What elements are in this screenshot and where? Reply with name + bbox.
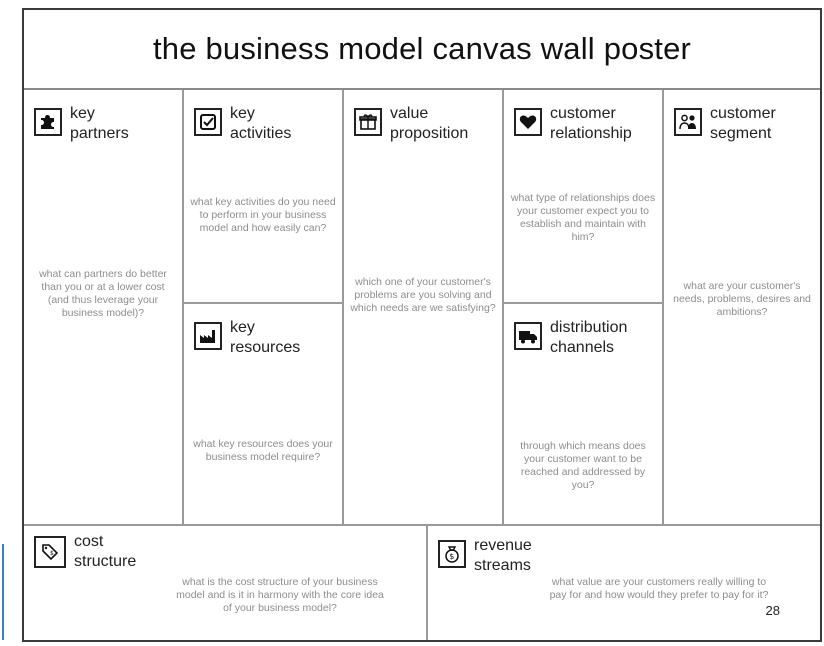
block-question: what key activities do you need to perfo… <box>190 196 336 234</box>
block-distribution-channels: distribution channels through which mean… <box>504 304 664 526</box>
heart-icon <box>514 108 542 136</box>
block-key-activities: key activities what key activities do yo… <box>184 90 344 304</box>
checkbox-icon <box>194 108 222 136</box>
price-tag-icon: $ <box>34 536 66 568</box>
block-question: what is the cost structure of your busin… <box>176 576 384 614</box>
block-title: distribution channels <box>550 319 628 356</box>
puzzle-icon <box>34 108 62 136</box>
factory-icon <box>194 322 222 350</box>
block-customer-relationship: customer relationship what type of relat… <box>504 90 664 304</box>
block-question: what type of relationships does your cus… <box>510 192 656 243</box>
block-question: which one of your customer's problems ar… <box>350 276 496 314</box>
business-model-canvas-poster: the business model canvas wall poster ke… <box>22 8 822 642</box>
block-question: what key resources does your business mo… <box>193 438 333 463</box>
block-key-partners: key partners what can partners do better… <box>24 90 184 526</box>
side-accent-line <box>2 544 4 640</box>
block-value-proposition: value proposition which one of your cust… <box>344 90 504 526</box>
block-title: value proposition <box>390 105 469 142</box>
page-number: 28 <box>765 603 780 618</box>
block-question: what can partners do better than you or … <box>39 268 167 319</box>
block-title: key activities <box>230 105 292 142</box>
poster-title: the business model canvas wall poster <box>24 10 820 90</box>
block-title: customer segment <box>710 105 776 142</box>
svg-text:$: $ <box>449 552 454 561</box>
block-revenue-streams: $ revenue streams what value are your cu… <box>428 526 820 640</box>
people-icon <box>674 108 702 136</box>
svg-text:$: $ <box>50 550 54 557</box>
block-question: through which means does your customer w… <box>520 440 646 491</box>
block-title: key partners <box>70 105 129 142</box>
block-cost-structure: $ cost structure what is the cost struct… <box>24 526 428 640</box>
block-question: what are your customer's needs, problems… <box>673 280 811 318</box>
block-title: revenue streams <box>474 537 532 574</box>
block-title: cost structure <box>74 533 137 570</box>
block-key-resources: key resources what key resources does yo… <box>184 304 344 526</box>
block-question: what value are your customers really wil… <box>549 576 769 601</box>
money-bag-icon: $ <box>438 540 466 568</box>
block-title: key resources <box>230 319 301 356</box>
truck-icon <box>514 322 542 350</box>
gift-icon <box>354 108 382 136</box>
block-customer-segment: customer segment what are your customer'… <box>664 90 820 526</box>
block-title: customer relationship <box>550 105 632 142</box>
